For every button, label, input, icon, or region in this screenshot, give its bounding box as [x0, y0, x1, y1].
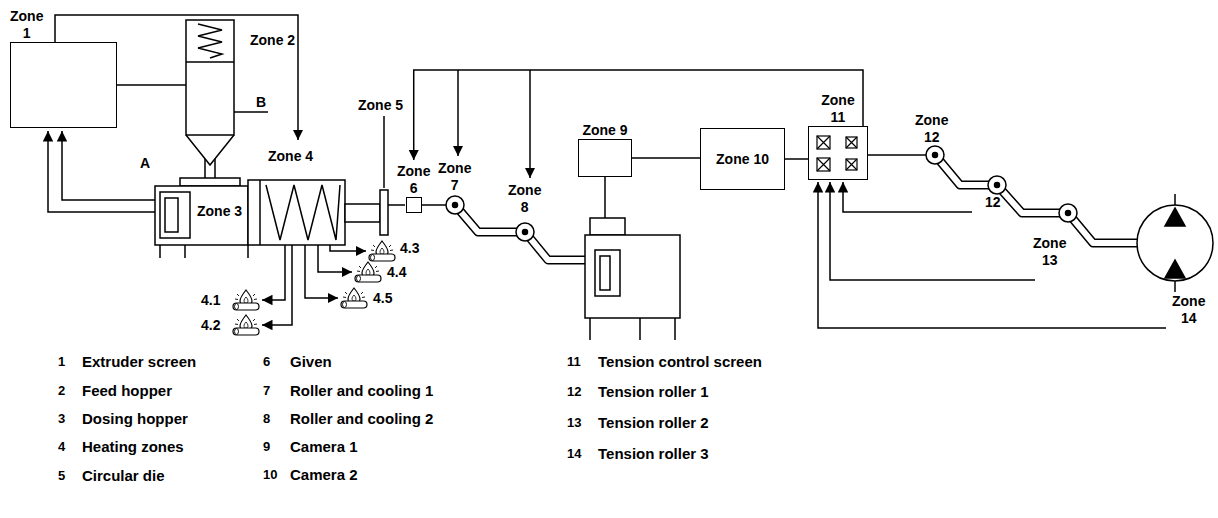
burner-icons: [233, 241, 395, 335]
legend-text: Heating zones: [82, 438, 184, 455]
control-arrow: [457, 70, 459, 156]
camera-box: Zone 10: [700, 128, 785, 190]
roller-chain: [446, 196, 588, 260]
heater-lead: [330, 245, 366, 251]
connector-arrow: [632, 157, 700, 159]
callout-number: 4.5: [373, 290, 392, 307]
heater-lead: [262, 245, 292, 325]
control-arrow: [529, 70, 531, 178]
signal-wire: [117, 84, 186, 86]
legend-text: Tension control screen: [598, 353, 762, 370]
callout-number: 4.4: [387, 264, 406, 281]
circular-die: [380, 190, 388, 235]
port-label: B: [256, 94, 266, 111]
camera-machine: [585, 177, 680, 340]
zone-label: Zone 10: [716, 151, 769, 168]
connector-arrow: [785, 158, 808, 160]
zone-label: Zone 8: [508, 182, 541, 216]
box-outline: [578, 139, 632, 177]
zone-label: Zone 7: [438, 160, 471, 194]
heater-lead: [305, 245, 338, 298]
zone-label: Zone 9: [582, 122, 627, 139]
legend-number: 8: [263, 410, 270, 427]
legend-number: 14: [567, 445, 581, 462]
zone-label: Zone 2: [250, 32, 295, 49]
connector-arrow: [414, 70, 863, 160]
legend-text: Circular die: [82, 467, 165, 484]
legend-number: 12: [567, 383, 581, 400]
callout-number: 4.2: [201, 317, 220, 334]
zone-label: Zone 14: [1172, 293, 1205, 327]
zone-label: Zone 1: [10, 8, 43, 42]
callout-number: 4.1: [201, 292, 220, 309]
legend-number: 10: [263, 466, 277, 483]
legend-number: 2: [58, 382, 65, 399]
tension-roller-chain: [926, 146, 1137, 243]
legend-text: Camera 1: [290, 438, 358, 455]
legend-text: Camera 2: [290, 466, 358, 483]
box-outline: Zone 10: [700, 128, 785, 190]
legend-text: Extruder screen: [82, 353, 196, 370]
tension-screen-icons: [817, 136, 857, 171]
legend-number: 5: [58, 467, 65, 484]
tension-screen-box: Zone 11: [808, 92, 868, 180]
screen-box: Zone 1: [10, 8, 117, 128]
feedback-arrow: [62, 131, 155, 200]
zone-label: Zone 6: [397, 163, 430, 197]
port-label: A: [140, 155, 150, 172]
box-outline: [10, 42, 117, 128]
legend-text: Tension roller 2: [598, 414, 709, 431]
zone-label: Zone 12: [915, 112, 948, 146]
legend-text: Roller and cooling 2: [290, 410, 433, 427]
feedback-arrow: [818, 182, 1166, 328]
zone-label: Zone 4: [268, 148, 313, 165]
legend-text: Given: [290, 353, 332, 370]
film-line: [868, 154, 926, 156]
legend-number: 4: [58, 438, 65, 455]
feedback-arrow: [843, 182, 972, 212]
zone-label: Zone 11: [821, 92, 854, 126]
legend-text: Tension roller 3: [598, 445, 709, 462]
box-outline: [808, 126, 868, 180]
legend-number: 6: [263, 353, 270, 370]
feedback-arrow: [48, 131, 155, 212]
given-box: Zone 6: [397, 163, 430, 213]
legend-text: Roller and cooling 1: [290, 382, 433, 399]
zone-label: Zone 5: [358, 97, 403, 114]
callout-number: 4.3: [400, 240, 419, 257]
box-outline: [406, 197, 422, 213]
legend-number: 1: [58, 353, 65, 370]
legend-number: 13: [567, 414, 581, 431]
zone-label: Zone 3: [197, 203, 242, 220]
legend-text: Feed hopper: [82, 382, 172, 399]
heater-lead: [318, 245, 352, 272]
legend-number: 3: [58, 410, 65, 427]
legend-number: 7: [263, 382, 270, 399]
legend-text: Tension roller 1: [598, 383, 709, 400]
legend-text: Dosing hopper: [82, 410, 188, 427]
heater-lead: [262, 245, 285, 300]
zone-label: Zone 13: [1033, 235, 1066, 269]
zone-label: 12: [985, 194, 1001, 211]
legend-number: 11: [567, 353, 581, 370]
camera-box: Zone 9: [578, 122, 632, 177]
pump-symbol: [1137, 194, 1213, 292]
extruder-body: [155, 116, 388, 258]
legend-number: 9: [263, 438, 270, 455]
